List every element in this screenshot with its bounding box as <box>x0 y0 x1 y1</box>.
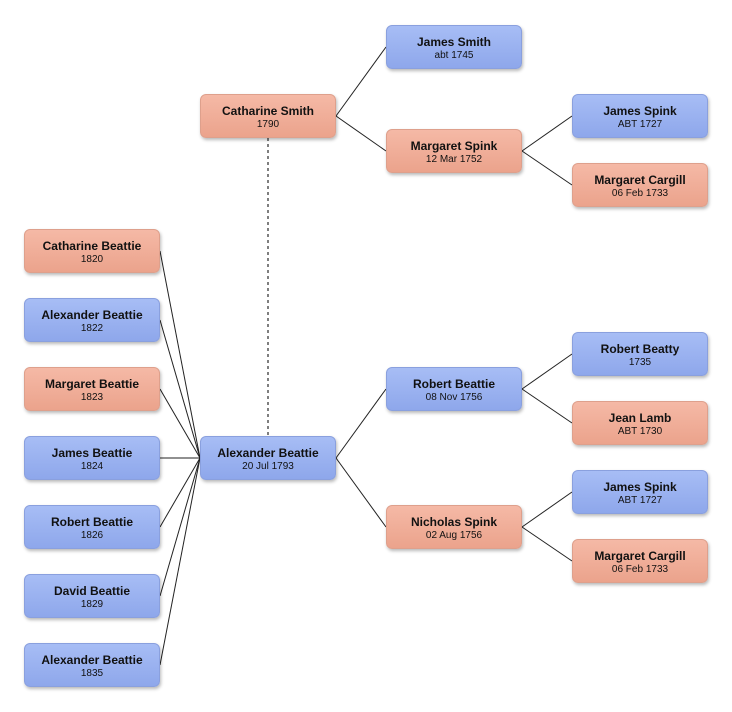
person-date: 1829 <box>80 599 104 610</box>
person-name: Catharine Smith <box>221 104 314 118</box>
person-date: ABT 1730 <box>617 426 663 437</box>
child-link-line <box>159 319 201 459</box>
person-date: 06 Feb 1733 <box>611 188 669 199</box>
parent-link-line <box>521 150 573 186</box>
person-date: ABT 1727 <box>617 495 663 506</box>
parent-link-line <box>521 353 573 390</box>
person-date: 1790 <box>256 119 280 130</box>
person-name: James Spink <box>603 480 677 494</box>
person-date: 1822 <box>80 323 104 334</box>
person-name: Margaret Beattie <box>44 377 140 391</box>
person-name: David Beattie <box>53 584 131 598</box>
child-link-line <box>159 457 201 528</box>
person-name: Robert Beattie <box>50 515 133 529</box>
person-date: 1735 <box>628 357 652 368</box>
person-date: abt 1745 <box>434 50 474 61</box>
child-link-line <box>159 457 201 597</box>
person-name: Catharine Beattie <box>42 239 142 253</box>
parent-link-line <box>521 388 573 424</box>
parent-link-line <box>335 457 387 528</box>
person-name: Alexander Beattie <box>41 308 143 322</box>
person-name: Margaret Cargill <box>594 549 686 563</box>
person-date: 1835 <box>80 668 104 679</box>
person-date: 1823 <box>80 392 104 403</box>
parent-link-line <box>335 115 387 152</box>
person-date: 1820 <box>80 254 104 265</box>
person-name: James Spink <box>603 104 677 118</box>
parent-link-line <box>521 526 573 562</box>
person-name: Robert Beatty <box>600 342 680 356</box>
person-date: 20 Jul 1793 <box>242 461 294 472</box>
person-name: Robert Beattie <box>412 377 495 391</box>
person-name: Margaret Cargill <box>594 173 686 187</box>
person-name: Margaret Spink <box>410 139 498 153</box>
person-date: 1824 <box>80 461 104 472</box>
parent-link-line <box>521 491 573 528</box>
parent-link-line <box>521 115 573 152</box>
child-link-line <box>159 250 201 459</box>
person-date: 08 Nov 1756 <box>425 392 483 403</box>
person-name: Jean Lamb <box>608 411 672 425</box>
person-name: Nicholas Spink <box>410 515 498 529</box>
person-date: 1826 <box>80 530 104 541</box>
person-date: 12 Mar 1752 <box>425 154 483 165</box>
person-name: Alexander Beattie <box>41 653 143 667</box>
child-link-line <box>159 457 201 666</box>
person-name: Alexander Beattie <box>217 446 319 460</box>
parent-link-line <box>335 46 387 117</box>
person-name: James Beattie <box>51 446 133 460</box>
child-link-line <box>159 388 201 459</box>
person-date: 06 Feb 1733 <box>611 564 669 575</box>
person-date: ABT 1727 <box>617 119 663 130</box>
parent-link-line <box>335 388 387 459</box>
person-date: 02 Aug 1756 <box>425 530 483 541</box>
person-name: James Smith <box>416 35 492 49</box>
